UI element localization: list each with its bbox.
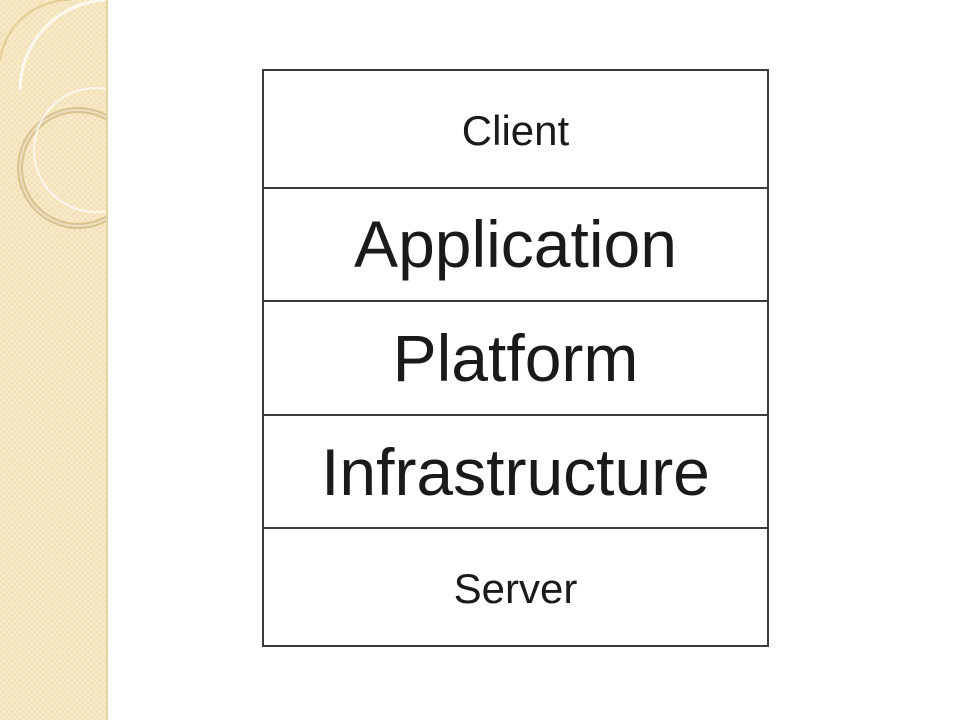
- layer-platform: Platform: [264, 302, 767, 416]
- layer-server: Server: [264, 529, 767, 645]
- layer-application: Application: [264, 189, 767, 303]
- layer-infrastructure: Infrastructure: [264, 416, 767, 530]
- layer-label: Server: [453, 565, 578, 613]
- decorative-ring: [17, 107, 106, 229]
- decorative-arc: [0, 0, 70, 61]
- decorative-ring-highlight: [19, 109, 106, 227]
- layer-label: Application: [354, 207, 677, 282]
- layer-label: Client: [461, 106, 570, 154]
- decorative-ring-outer: [33, 87, 106, 213]
- decorative-side-strip: [0, 0, 108, 720]
- layer-label: Platform: [392, 320, 639, 395]
- decorative-rings-graphic: [0, 0, 106, 229]
- layer-stack-diagram: Client Application Platform Infrastructu…: [262, 69, 769, 647]
- decorative-arc: [18, 0, 106, 91]
- layer-label: Infrastructure: [321, 434, 710, 509]
- layer-client: Client: [264, 71, 767, 189]
